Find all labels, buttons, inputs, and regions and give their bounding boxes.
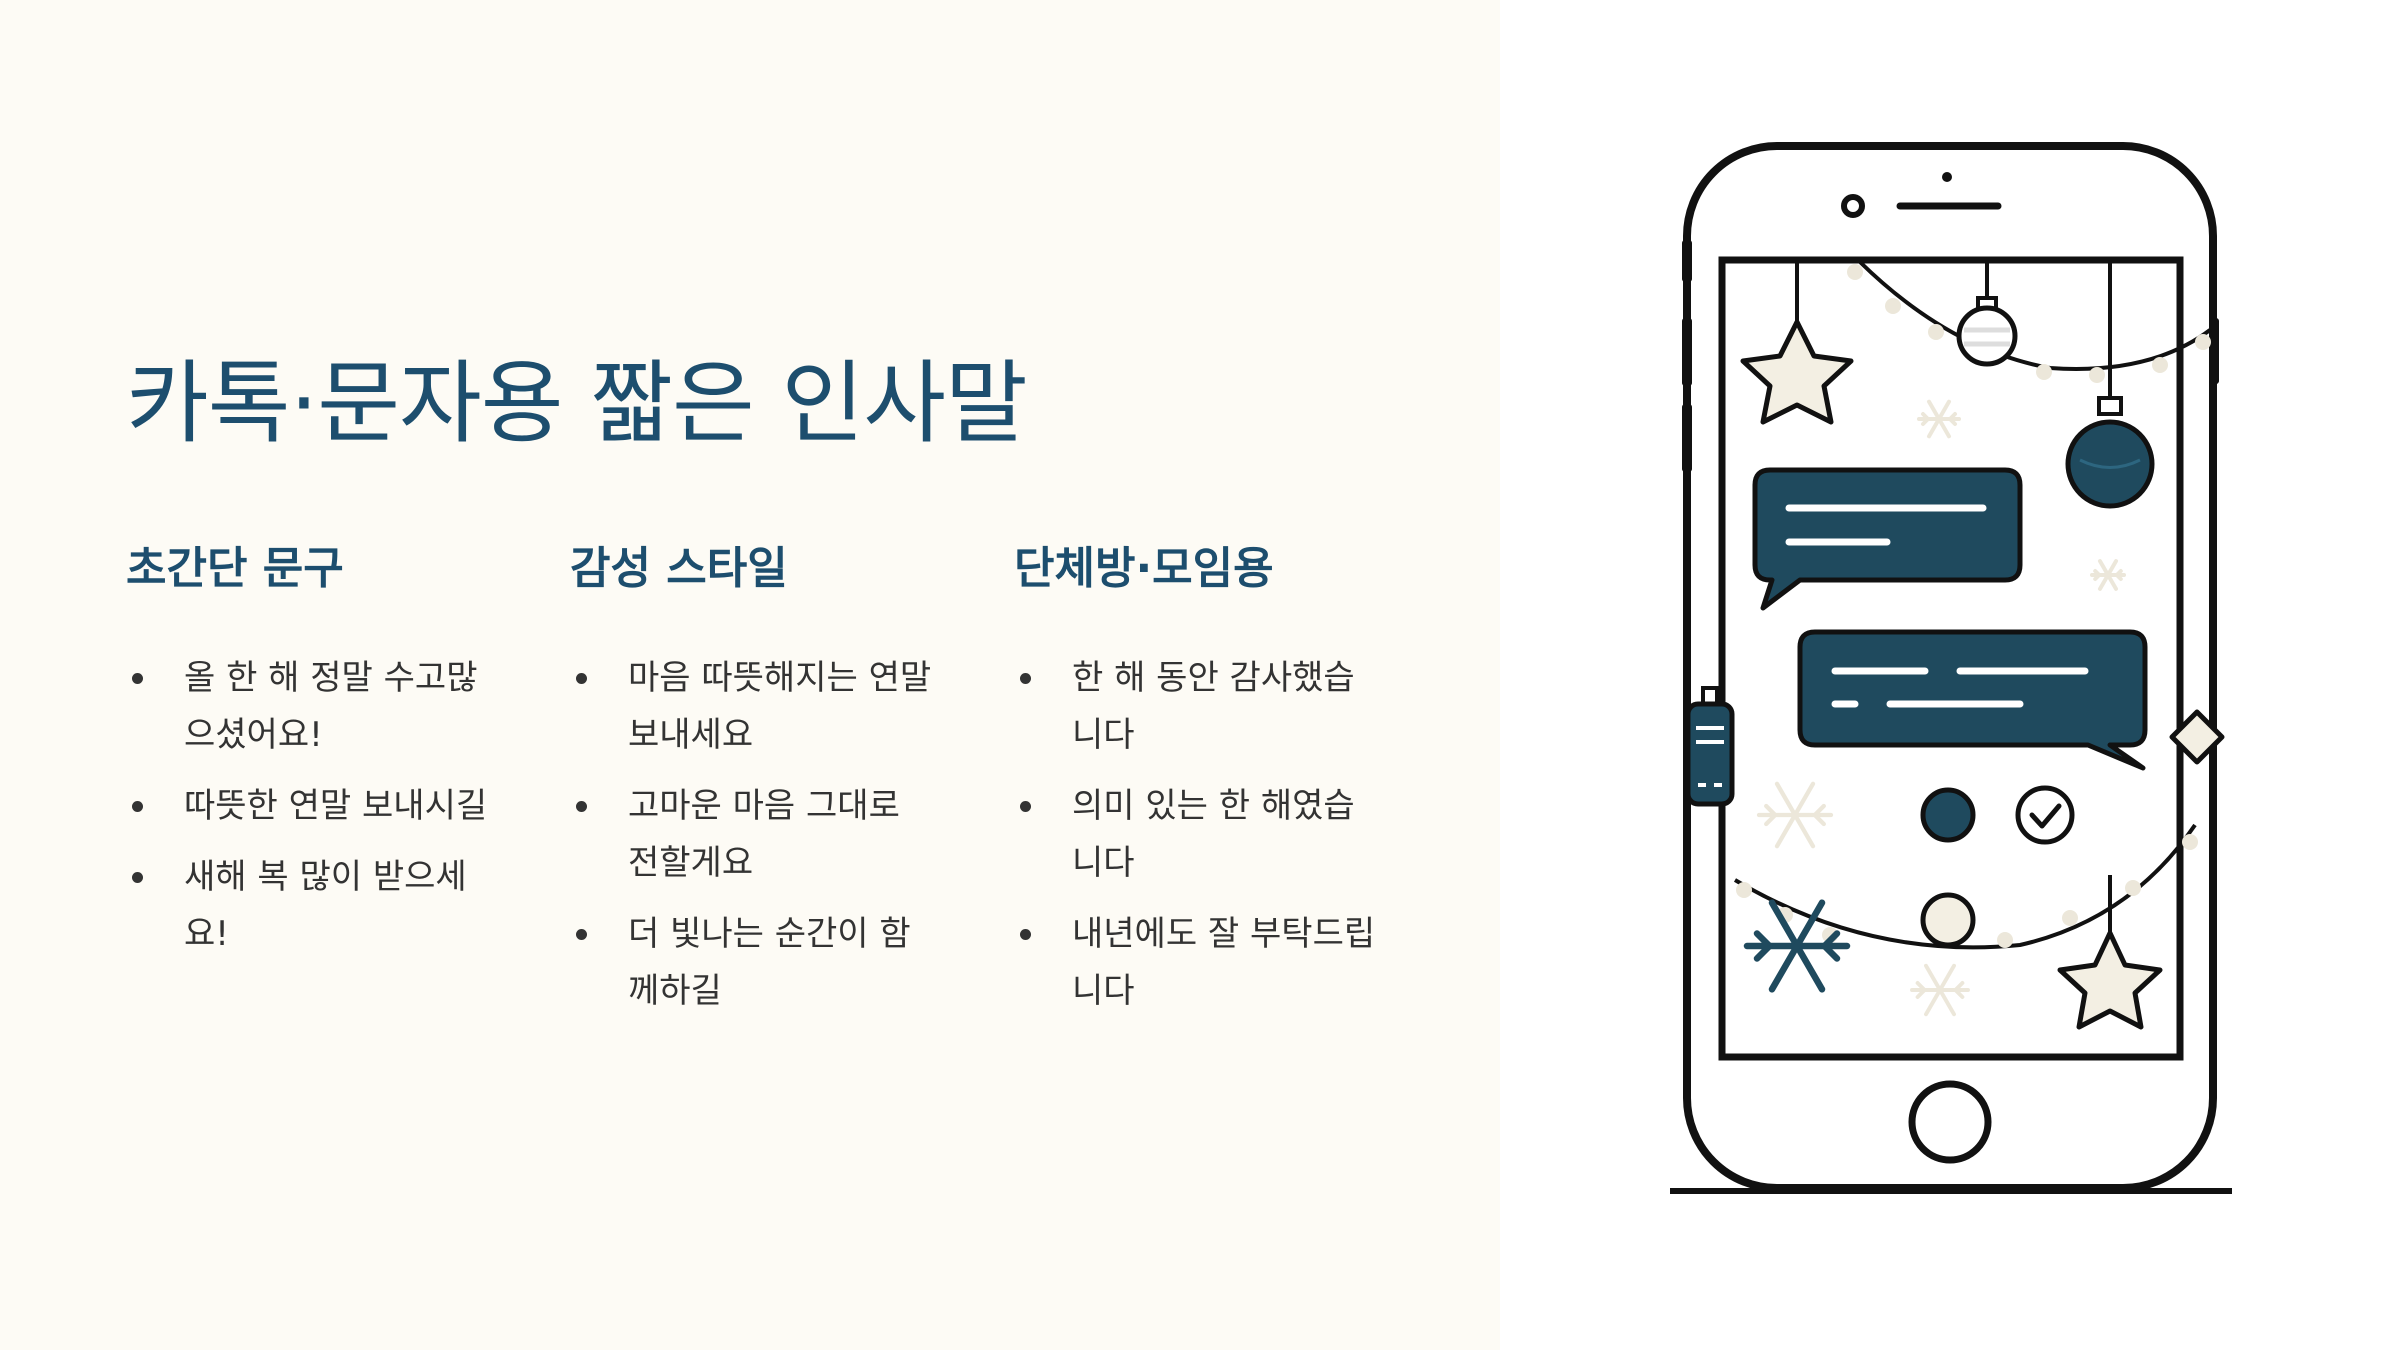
list-item-text: 따뜻한 연말 보내시길	[184, 786, 488, 826]
list-item-text: 내년에도 잘 부탁드립니다	[1072, 914, 1376, 1011]
list-item-text: 더 빛나는 순간이 함께하길	[628, 914, 911, 1011]
list-item-text: 마음 따뜻해지는 연말 보내세요	[628, 658, 932, 755]
status-dot-icon	[1920, 787, 1976, 843]
bullet-icon	[1020, 929, 1031, 940]
status-dot-icon	[1920, 892, 1976, 948]
phrase-list: 한 해 동안 감사했습니다 의미 있는 한 해였습니다 내년에도 잘 부탁드립니…	[1014, 650, 1414, 1020]
list-item-text: 새해 복 많이 받으세요!	[184, 857, 467, 954]
column-emotional-style: 감성 스타일 마음 따뜻해지는 연말 보내세요 고마운 마음 그대로 전할게요 …	[570, 532, 970, 1034]
bullet-icon	[576, 801, 587, 812]
chat-bubble-icon	[1797, 629, 2148, 771]
list-item: 올 한 해 정말 수고많으셨어요!	[126, 650, 494, 764]
star-ornament-icon	[1740, 262, 1854, 425]
phone-illustration	[1670, 142, 2232, 1194]
column-heading: 감성 스타일	[570, 543, 788, 594]
page-title: 카톡·문자용 짧은 인사말	[126, 351, 1028, 456]
column-heading: 초간단 문구	[126, 543, 344, 594]
checkmark-icon	[2015, 785, 2075, 845]
list-item: 내년에도 잘 부탁드립니다	[1014, 906, 1382, 1020]
bullet-icon	[132, 673, 143, 684]
column-heading: 단체방·모임용	[1014, 543, 1274, 594]
list-item: 따뜻한 연말 보내시길	[126, 778, 494, 835]
phrase-list: 마음 따뜻해지는 연말 보내세요 고마운 마음 그대로 전할게요 더 빛나는 순…	[570, 650, 970, 1020]
list-item-text: 고마운 마음 그대로 전할게요	[628, 786, 900, 883]
column-simple-phrases: 초간단 문구 올 한 해 정말 수고많으셨어요! 따뜻한 연말 보내시길 새해 …	[126, 532, 526, 977]
bullet-icon	[132, 872, 143, 883]
bullet-icon	[1020, 673, 1031, 684]
list-item-text: 올 한 해 정말 수고많으셨어요!	[184, 658, 478, 755]
bullet-icon	[1020, 801, 1031, 812]
bauble-ornament-icon	[2065, 262, 2155, 509]
bauble-ornament-icon	[1956, 262, 2018, 367]
list-item: 한 해 동안 감사했습니다	[1014, 650, 1382, 764]
list-item: 의미 있는 한 해였습니다	[1014, 778, 1382, 892]
text-panel	[0, 0, 1500, 1350]
list-item: 마음 따뜻해지는 연말 보내세요	[570, 650, 938, 764]
bullet-icon	[576, 673, 587, 684]
lantern-ornament-icon	[1685, 686, 1735, 807]
bullet-icon	[132, 801, 143, 812]
column-group-chat: 단체방·모임용 한 해 동안 감사했습니다 의미 있는 한 해였습니다 내년에도…	[1014, 532, 1414, 1034]
bullet-icon	[576, 929, 587, 940]
star-ornament-icon	[2057, 875, 2163, 1030]
chat-bubble-icon	[1752, 467, 2023, 611]
list-item-text: 한 해 동안 감사했습니다	[1072, 658, 1355, 755]
list-item: 고마운 마음 그대로 전할게요	[570, 778, 938, 892]
diamond-ornament-icon	[2169, 709, 2225, 765]
list-item: 더 빛나는 순간이 함께하길	[570, 906, 938, 1020]
phrase-list: 올 한 해 정말 수고많으셨어요! 따뜻한 연말 보내시길 새해 복 많이 받으…	[126, 650, 526, 963]
list-item: 새해 복 많이 받으세요!	[126, 849, 494, 963]
list-item-text: 의미 있는 한 해였습니다	[1072, 786, 1355, 883]
